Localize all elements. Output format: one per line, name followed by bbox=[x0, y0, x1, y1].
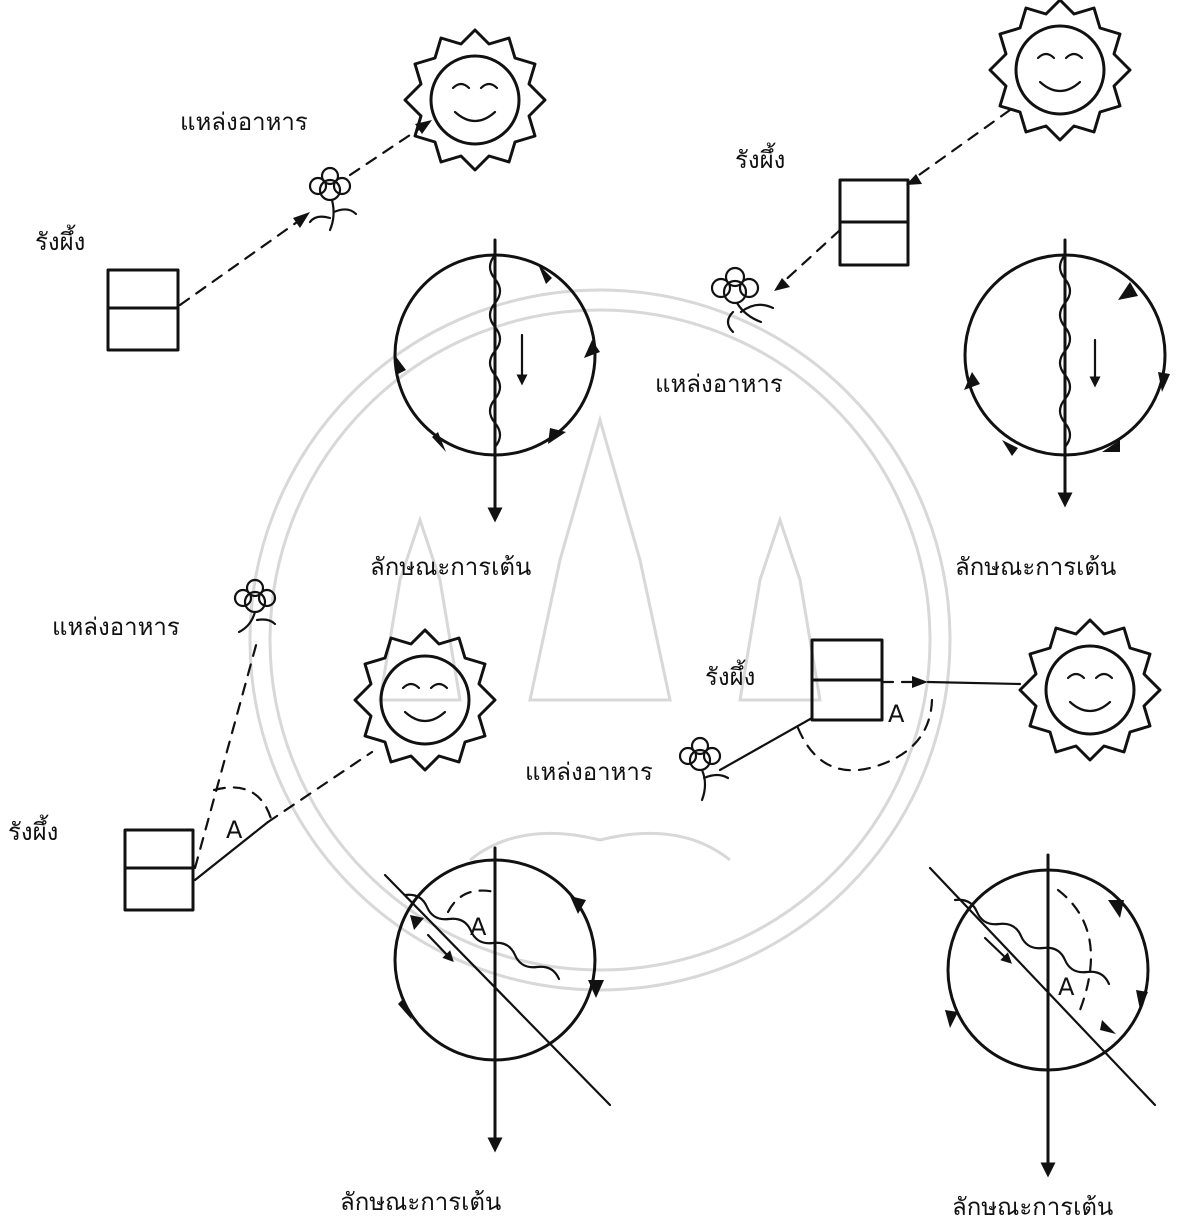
food-source-label: แหล่งอาหาร bbox=[655, 370, 783, 398]
dance-label: ลักษณะการเต้น bbox=[340, 1188, 501, 1216]
dance-circle: A bbox=[930, 855, 1155, 1170]
dance-label: ลักษณะการเต้น bbox=[370, 553, 531, 581]
hive-icon bbox=[125, 830, 193, 910]
food-source-label: แหล่งอาหาร bbox=[180, 108, 308, 136]
dance-circle bbox=[964, 240, 1170, 500]
dance-circle bbox=[394, 240, 600, 515]
angle-label: A bbox=[1058, 973, 1075, 1001]
hive-label: รังผึ้ง bbox=[35, 224, 85, 256]
panel-3: แหล่งอาหาร รังผึ้ง A bbox=[8, 580, 610, 1216]
flower-icon bbox=[310, 168, 356, 230]
hive-icon bbox=[840, 180, 908, 265]
sun-icon bbox=[1020, 620, 1160, 760]
hive-label: รังผึ้ง bbox=[8, 814, 58, 846]
sun-icon bbox=[405, 30, 545, 170]
angle-label: A bbox=[888, 700, 905, 728]
food-source-label: แหล่งอาหาร bbox=[52, 613, 180, 641]
hive-icon bbox=[108, 270, 178, 350]
dance-circle: A bbox=[385, 848, 610, 1145]
angle-label: A bbox=[470, 913, 487, 941]
food-source-label: แหล่งอาหาร bbox=[525, 758, 653, 786]
sun-icon bbox=[990, 0, 1130, 140]
panel-4: รังผึ้ง แหล่งอาหาร A bbox=[525, 620, 1160, 1221]
panel-1: แหล่งอาหาร รังผึ้ง bbox=[35, 30, 600, 581]
hive-label: รังผึ้ง bbox=[735, 142, 785, 174]
hive-label: รังผึ้ง bbox=[705, 659, 755, 691]
flower-icon bbox=[712, 268, 773, 332]
dance-label: ลักษณะการเต้น bbox=[955, 553, 1116, 581]
panel-2: รังผึ้ง แหล่งอาหาร bbox=[655, 0, 1170, 581]
dance-label: ลักษณะการเต้น bbox=[952, 1193, 1113, 1221]
angle-label: A bbox=[226, 816, 243, 844]
hive-icon bbox=[812, 640, 882, 720]
